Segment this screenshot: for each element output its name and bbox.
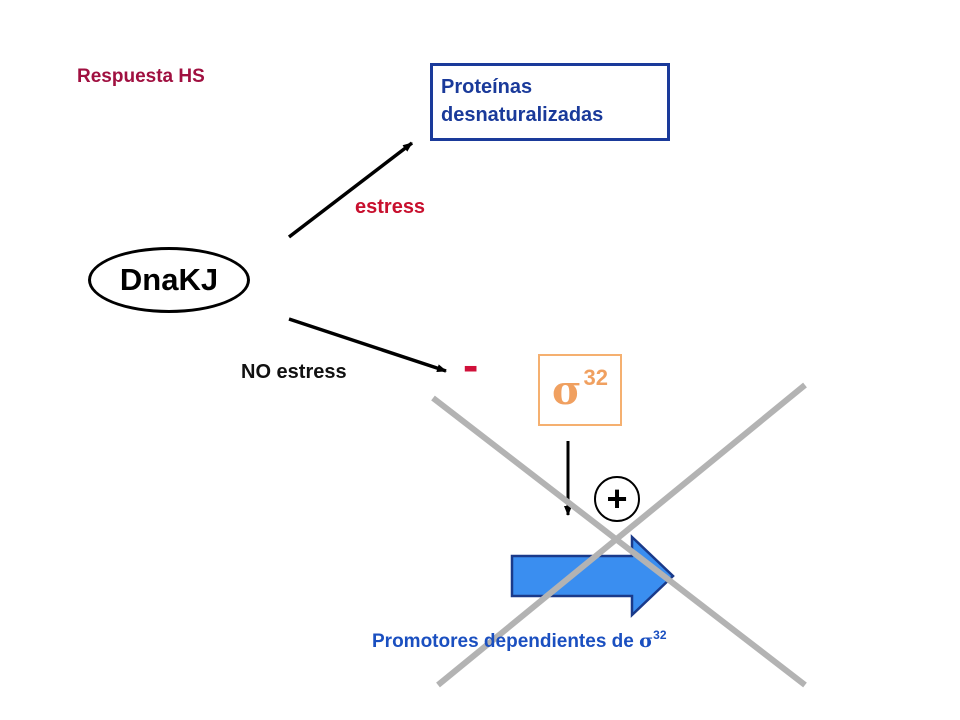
proteins-line-2: desnaturalizadas (441, 104, 604, 126)
proteins-line-1: Proteínas (441, 76, 533, 98)
no-stress-arrow (288, 317, 447, 373)
promoters-superscript: 32 (653, 628, 667, 642)
stress-label: estress (355, 196, 426, 218)
promoters-text: Promotores dependientes de (372, 631, 640, 652)
activation-sign: + (594, 476, 640, 522)
sigma-superscript: 32 (583, 365, 608, 390)
dnakj-label: DnaKJ (119, 262, 219, 297)
no-stress-label: NO estress (241, 361, 347, 383)
stress-arrow (287, 141, 414, 239)
sigma-symbol: σ (552, 366, 582, 414)
denatured-proteins-box: Proteínas desnaturalizadas (430, 63, 670, 141)
diagram-title: Respuesta HS (77, 66, 205, 87)
cross-line-2 (436, 382, 807, 688)
inhibition-sign: - (463, 339, 479, 391)
promoters-sigma-symbol: σ (639, 630, 654, 652)
dnakj-ellipse: DnaKJ (88, 247, 250, 313)
activation-sign-label: + (606, 478, 628, 519)
cross-line-1 (431, 395, 807, 688)
promoters-label: Promotores dependientes de σ32 (372, 628, 667, 653)
